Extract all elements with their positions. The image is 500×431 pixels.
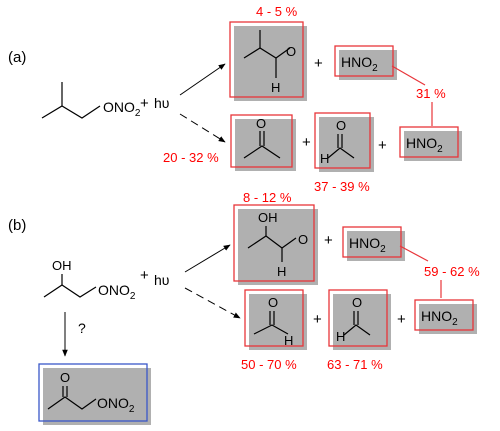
yield-formaldehyde-a: 37 - 39 %	[314, 179, 370, 194]
svg-text:O: O	[268, 295, 278, 310]
plus-sign: +	[302, 134, 311, 151]
svg-text:OH: OH	[52, 258, 72, 273]
hno2-box-a2: HNO2	[399, 126, 462, 161]
svg-text:HNO2: HNO2	[349, 235, 386, 255]
plus-sign: +	[397, 311, 406, 328]
svg-text:HNO2: HNO2	[341, 54, 378, 74]
acetone: O	[230, 114, 296, 171]
nitrooxy-acetone: O ONO2	[38, 363, 151, 425]
arrow-to-acetaldehyde	[184, 287, 241, 319]
svg-text:H: H	[336, 329, 345, 344]
hydroxypropyl-nitrate: OH ONO2	[43, 258, 136, 302]
arrow-to-acetone	[179, 113, 226, 143]
acetaldehyde: O H	[244, 289, 307, 350]
yield-acetaldehyde: 50 - 70 %	[241, 357, 297, 372]
hno2-link-line	[391, 65, 426, 86]
yield-acetone: 20 - 32 %	[163, 150, 219, 165]
svg-text:H: H	[277, 264, 286, 279]
svg-text:ONO2: ONO2	[98, 282, 136, 302]
yield-hno2-a: 31 %	[416, 86, 446, 101]
plus-sign: +	[140, 95, 149, 112]
question-mark: ?	[78, 320, 86, 336]
hno2-link-line	[399, 245, 429, 262]
formaldehyde-b: O H	[328, 289, 391, 350]
arrow-to-aldehyde	[179, 63, 226, 96]
hv-label: hυ	[154, 272, 169, 288]
acetone-oxygen: O	[256, 116, 266, 131]
svg-text:H: H	[320, 151, 329, 166]
svg-text:ONO2: ONO2	[97, 395, 135, 415]
hno2-box-b1: HNO2	[342, 226, 405, 261]
yield-hno2-b: 59 - 62 %	[424, 264, 480, 279]
formaldehyde-a: O H	[314, 112, 374, 172]
svg-text:OH: OH	[258, 210, 278, 225]
reactant-a-formula: ONO2	[103, 99, 141, 119]
plus-sign: +	[140, 267, 149, 284]
plus-sign: +	[324, 232, 333, 249]
plus-sign: +	[314, 55, 323, 72]
svg-text:HNO2: HNO2	[421, 308, 458, 328]
isobutyraldehyde: O H	[229, 21, 307, 101]
hno2-box-b2: HNO2	[414, 299, 477, 334]
part-b-label: (b)	[8, 217, 26, 234]
svg-text:O: O	[336, 118, 346, 133]
plus-sign: +	[378, 137, 387, 154]
isobutyl-nitrate: ONO2	[41, 82, 141, 119]
part-a-label: (a)	[8, 49, 26, 66]
hydroxy-propanal: OH O H	[233, 204, 318, 285]
plus-sign: +	[313, 311, 322, 328]
svg-text:O: O	[352, 295, 362, 310]
svg-text:H: H	[284, 333, 293, 348]
yield-aldehyde: 4 - 5 %	[256, 4, 298, 19]
yield-hydroxy-aldehyde: 8 - 12 %	[243, 190, 292, 205]
yield-formaldehyde-b: 63 - 71 %	[327, 357, 383, 372]
aldehyde-oxygen: O	[286, 44, 296, 59]
svg-text:HNO2: HNO2	[406, 135, 443, 155]
hno2-box-a1: HNO2	[334, 45, 397, 80]
hv-label: hυ	[154, 95, 169, 111]
svg-text:O: O	[60, 370, 70, 385]
aldehyde-hydrogen: H	[271, 80, 280, 95]
arrow-to-hydroxy-aldehyde	[184, 244, 231, 273]
svg-text:O: O	[298, 232, 308, 247]
